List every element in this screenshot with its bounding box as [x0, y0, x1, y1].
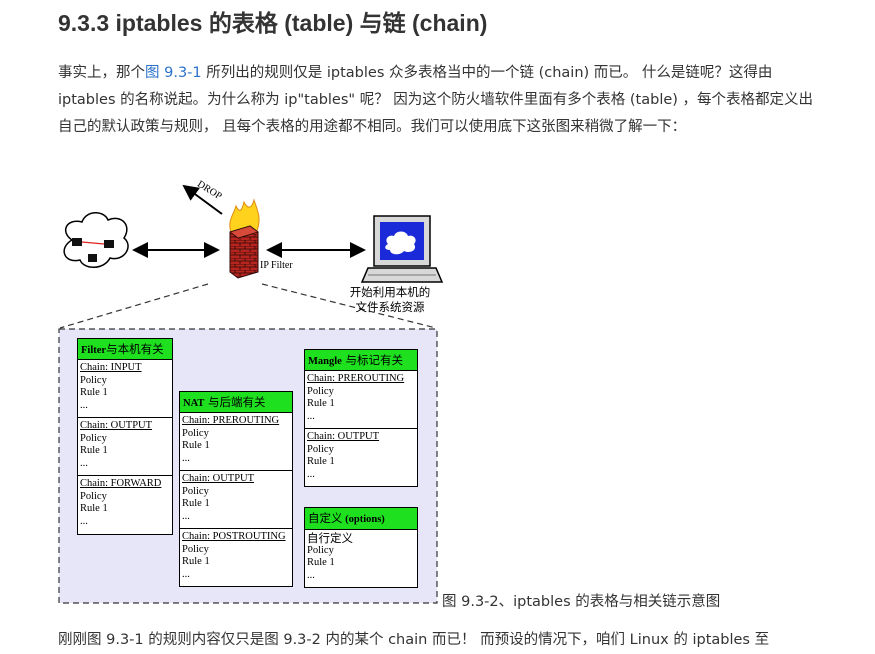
chain-rule: Rule 1 — [182, 498, 210, 509]
resource-label-line2: 文件系统资源 — [355, 300, 425, 314]
filter-table-name: Filter — [81, 345, 107, 356]
chain-policy: Policy — [182, 485, 209, 497]
chain-policy: Policy — [80, 490, 107, 502]
chain-more: ... — [182, 510, 190, 522]
custom-table-header: 自定义 (options) — [305, 508, 417, 530]
chain-more: ... — [80, 399, 88, 411]
chain-rule: Rule 1 — [182, 440, 210, 451]
chain-policy: Policy — [80, 374, 107, 386]
mangle-table-header: Mangle 与标记有关 — [305, 350, 417, 371]
chain-rule: Rule 1 — [182, 556, 210, 567]
chain-more: ... — [80, 515, 88, 527]
custom-chain: 自行定义 Policy Rule 1 ... — [305, 530, 417, 587]
nat-table-desc: 与后端有关 — [204, 395, 266, 409]
chain-policy: Policy — [307, 385, 334, 397]
chain-rule: Rule 1 — [80, 445, 108, 456]
filter-table: Filter与本机有关 Chain: INPUT Policy Rule 1 .… — [77, 338, 173, 535]
custom-table: 自定义 (options) 自行定义 Policy Rule 1 ... — [304, 507, 418, 588]
firewall-icon — [229, 198, 260, 279]
filter-chain-output: Chain: OUTPUT Policy Rule 1 ... — [78, 418, 172, 476]
chain-name: Chain: OUTPUT — [307, 431, 380, 442]
filter-chain-input: Chain: INPUT Policy Rule 1 ... — [78, 360, 172, 418]
mangle-chain-prerouting: Chain: PREROUTING Policy Rule 1 ... — [305, 371, 417, 429]
chain-more: ... — [80, 457, 88, 469]
intro-text-before: 事实上，那个 — [58, 65, 145, 81]
zoom-line-left — [59, 283, 209, 329]
chain-name: Chain: PREROUTING — [182, 415, 280, 426]
chain-name: Chain: PREROUTING — [307, 373, 405, 384]
chain-policy: Policy — [182, 543, 209, 555]
figure-caption: 图 9.3-2、iptables 的表格与相关链示意图 — [442, 594, 721, 610]
mangle-chain-output: Chain: OUTPUT Policy Rule 1 ... — [305, 429, 417, 486]
nat-chain-output: Chain: OUTPUT Policy Rule 1 ... — [180, 471, 292, 529]
chain-name: Chain: FORWARD — [80, 478, 162, 489]
nat-chain-postrouting: Chain: POSTROUTING Policy Rule 1 ... — [180, 529, 292, 586]
custom-table-options: (options) — [342, 514, 385, 525]
outro-paragraph: 刚刚图 9.3-1 的规则内容仅只是图 9.3-2 内的某个 chain 而已！… — [58, 632, 770, 648]
custom-table-desc: 自定义 — [308, 511, 343, 525]
nat-table-name: NAT — [183, 398, 205, 409]
chain-name: Chain: INPUT — [80, 362, 142, 373]
chain-name: Chain: OUTPUT — [182, 473, 255, 484]
chain-rule: Rule 1 — [307, 398, 335, 409]
chain-name: Chain: OUTPUT — [80, 420, 153, 431]
chain-more: ... — [307, 468, 315, 480]
chain-rule: Rule 1 — [307, 456, 335, 467]
chain-policy: Policy — [307, 544, 334, 556]
figure-9-3-1-link[interactable]: 图 9.3-1 — [145, 65, 202, 81]
host-computer-icon — [360, 215, 444, 283]
chain-more: ... — [307, 410, 315, 422]
chain-name: 自行定义 — [307, 531, 353, 545]
nat-table: NAT 与后端有关 Chain: PREROUTING Policy Rule … — [179, 391, 293, 587]
chain-policy: Policy — [182, 427, 209, 439]
mangle-table-name: Mangle — [308, 356, 342, 367]
intro-paragraph: 事实上，那个图 9.3-1 所列出的规则仅是 iptables 众多表格当中的一… — [58, 60, 826, 141]
drop-arrow — [182, 184, 223, 215]
nat-table-header: NAT 与后端有关 — [180, 392, 292, 413]
chain-policy: Policy — [80, 432, 107, 444]
nat-chain-prerouting: Chain: PREROUTING Policy Rule 1 ... — [180, 413, 292, 471]
filter-table-desc: 与本机有关 — [106, 342, 164, 356]
resource-label-line1: 开始利用本机的 — [349, 285, 431, 299]
chain-rule: Rule 1 — [307, 557, 335, 568]
mangle-table-desc: 与标记有关 — [341, 353, 403, 367]
mangle-table: Mangle 与标记有关 Chain: PREROUTING Policy Ru… — [304, 349, 418, 487]
intro-text-after: 所列出的规则仅是 iptables 众多表格当中的一个链 (chain) 而已。… — [58, 65, 814, 135]
chain-policy: Policy — [307, 443, 334, 455]
filter-chain-forward: Chain: FORWARD Policy Rule 1 ... — [78, 476, 172, 534]
resource-label: 开始利用本机的 文件系统资源 — [342, 285, 438, 315]
chain-rule: Rule 1 — [80, 387, 108, 398]
filter-table-header: Filter与本机有关 — [78, 339, 172, 360]
chain-rule: Rule 1 — [80, 503, 108, 514]
chain-more: ... — [307, 569, 315, 581]
chain-more: ... — [182, 568, 190, 580]
internet-cloud-icon — [63, 212, 129, 268]
page-title: 9.3.3 iptables 的表格 (table) 与链 (chain) — [58, 10, 488, 36]
ip-filter-label: IP Filter — [260, 260, 293, 271]
chain-name: Chain: POSTROUTING — [182, 531, 286, 542]
chain-more: ... — [182, 452, 190, 464]
